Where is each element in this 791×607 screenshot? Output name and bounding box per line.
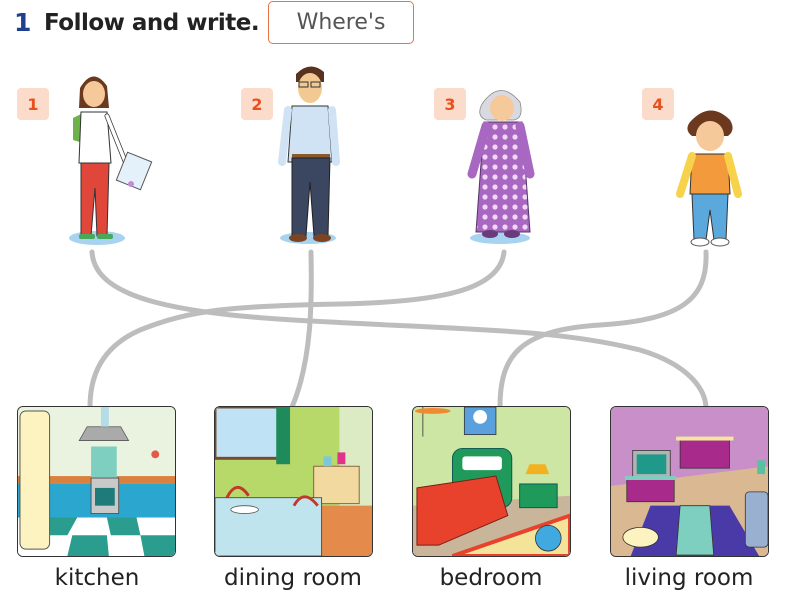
room-label-dining-room: dining room xyxy=(224,565,362,591)
person-badge-1: 1 xyxy=(17,88,49,120)
dining-room-illustration xyxy=(215,407,372,556)
living-room-illustration xyxy=(611,407,768,556)
room-card-kitchen xyxy=(17,406,176,557)
room-label-bedroom: bedroom xyxy=(439,565,543,591)
person-badge-3: 3 xyxy=(434,88,466,120)
grandmother-figure xyxy=(467,90,535,244)
boy-figure xyxy=(676,110,742,247)
girl-figure xyxy=(69,76,153,245)
line-person4-bedroom xyxy=(497,249,709,410)
exercise-instruction: Follow and write. xyxy=(44,10,260,36)
line-person2-diningroom xyxy=(289,249,314,410)
room-label-living-room: living room xyxy=(624,565,754,591)
man-figure xyxy=(278,66,340,244)
exercise-number: 1 xyxy=(14,8,32,37)
room-card-bedroom xyxy=(412,406,571,557)
person-badge-2: 2 xyxy=(241,88,273,120)
bedroom-illustration xyxy=(413,407,570,556)
kitchen-illustration xyxy=(18,407,175,556)
room-card-dining-room xyxy=(214,406,373,557)
room-label-kitchen: kitchen xyxy=(54,565,140,591)
person-badge-4: 4 xyxy=(642,88,674,120)
line-person1-livingroom xyxy=(89,249,709,410)
line-person3-kitchen xyxy=(87,249,507,410)
word-box-text: Where's xyxy=(296,10,386,35)
room-card-living-room xyxy=(610,406,769,557)
word-box: Where's xyxy=(268,1,414,44)
